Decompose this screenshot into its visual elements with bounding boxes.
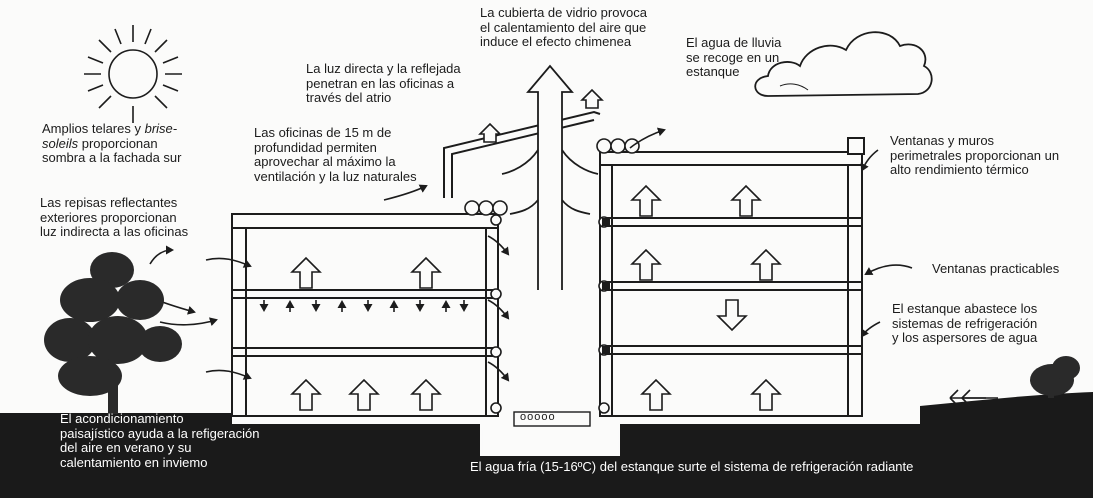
label-glass-roof: La cubierta de vidrio provoca el calenta… [480,5,647,49]
floor-slabs [602,218,610,354]
pipe-manifold [513,411,591,427]
label-awnings: Amplios telares y brise-soleils proporci… [42,121,182,165]
cloud-icon [754,31,933,97]
label-rainwater: El agua de lluvia se recoge en un estanq… [686,35,782,79]
radiant-ceiling-arrows [259,300,469,312]
airflow-arrows [149,127,913,382]
label-cold-water: El agua fría (15-16ºC) del estanque surt… [470,459,914,474]
wind-arrow [159,317,218,327]
label-landscaping: El acondicionamiento paisajístico ayuda … [60,411,260,470]
label-pond-supply: El estanque abastece los sistemas de ref… [892,301,1038,345]
label-pipe-marks: ooooo [520,411,556,423]
small-tree-icon [1030,356,1080,398]
label-light-shelves: Las repisas reflectantes exteriores prop… [40,195,189,239]
label-perimeter: Ventanas y muros perimetrales proporcion… [890,133,1060,177]
chimney-airflow [501,64,599,290]
room-up-arrows [290,88,782,411]
label-windows: Ventanas practicables [932,261,1060,276]
tree-icon [44,252,182,414]
label-direct-light: La luz directa y la reflejada penetran e… [306,61,461,105]
label-office-depth: Las oficinas de 15 m de profundidad perm… [254,125,417,184]
pond-inflow-arrow [949,389,998,407]
ground-mass [0,392,1093,498]
sun-icon [84,25,182,123]
